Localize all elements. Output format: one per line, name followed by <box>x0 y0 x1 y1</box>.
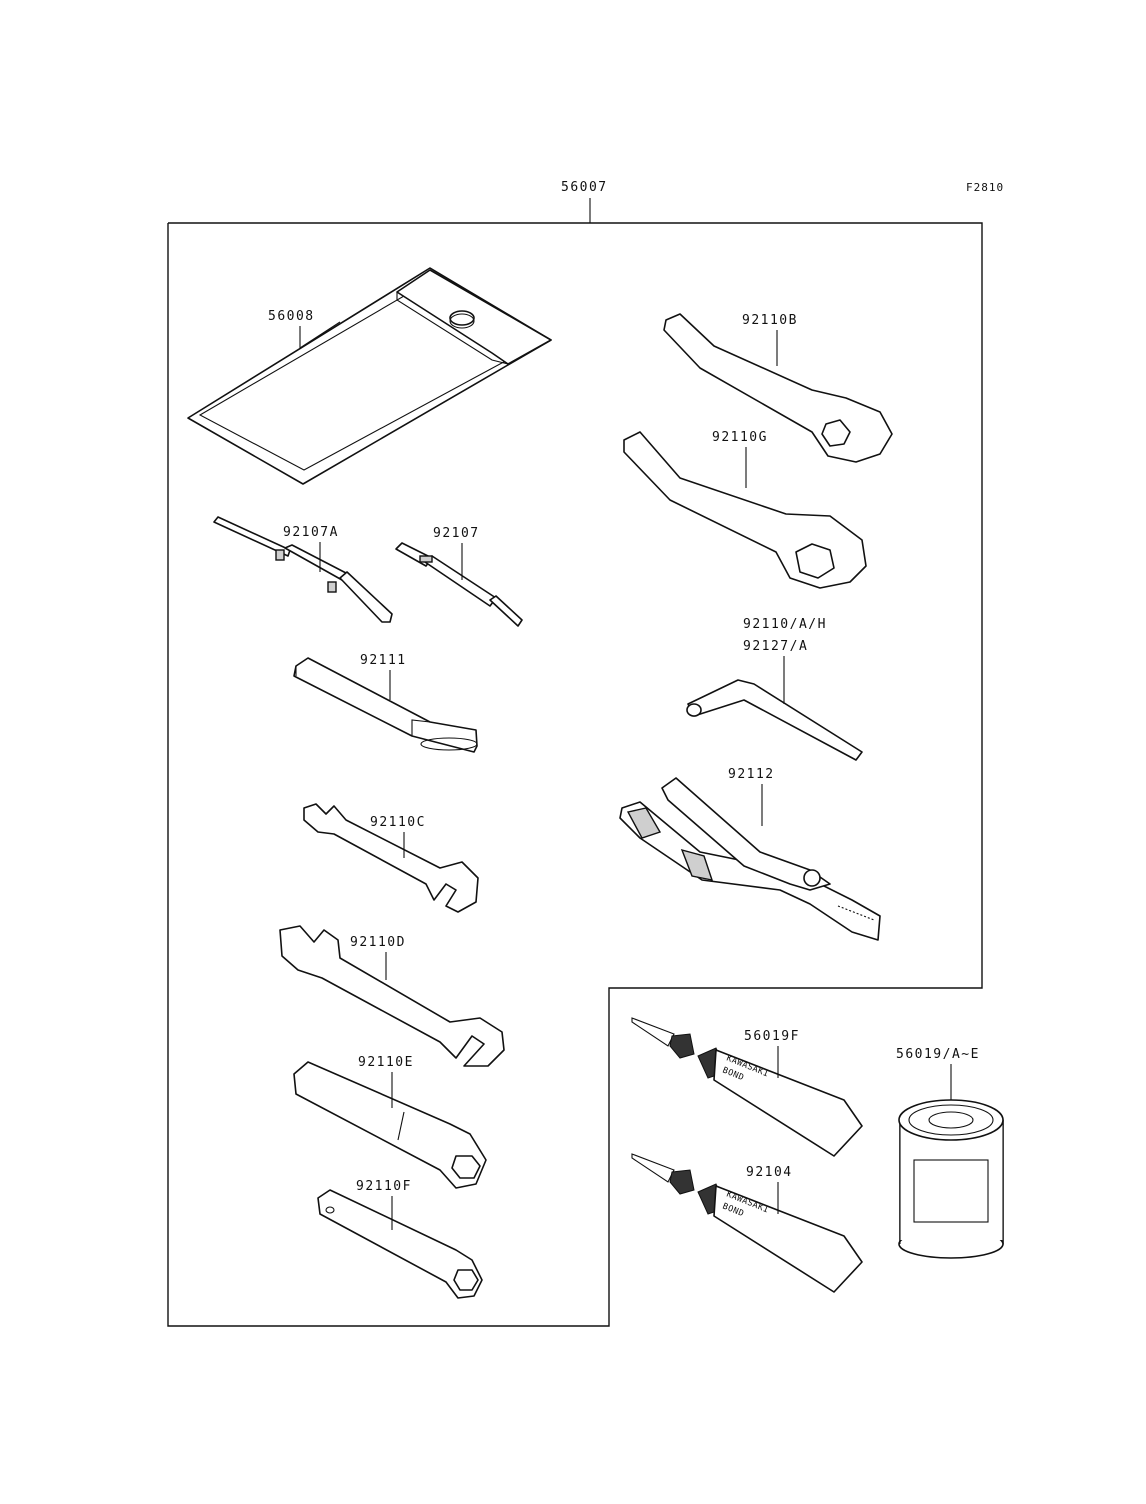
tool-pouch-drawing <box>187 267 552 485</box>
label-92110c: 92110C <box>370 815 426 830</box>
label-92110b: 92110B <box>742 313 798 328</box>
wrench-92110d-drawing <box>279 925 505 1067</box>
oil-can-drawing <box>898 1099 1004 1259</box>
ring-wrench-92110b-drawing <box>663 313 893 463</box>
label-56019f: 56019F <box>744 1029 800 1044</box>
label-92110f: 92110F <box>356 1179 412 1194</box>
bond-tube-92104-drawing: KAWASAKI BOND <box>631 1153 863 1293</box>
pliers-drawing <box>619 777 881 941</box>
ref-code: F2810 <box>966 181 1004 194</box>
box-wrench-92110e-drawing <box>293 1061 487 1189</box>
hex-key-drawing <box>686 679 863 761</box>
ring-wrench-92110g-drawing <box>623 431 867 589</box>
label-92110d: 92110D <box>350 935 406 950</box>
label-92110e: 92110E <box>358 1055 414 1070</box>
screwdriver-92107a-drawing <box>213 516 393 623</box>
label-92112: 92112 <box>728 767 775 782</box>
label-92107: 92107 <box>433 526 480 541</box>
label-92107a: 92107A <box>283 525 339 540</box>
label-56007: 56007 <box>561 180 608 195</box>
label-92110g: 92110G <box>712 430 768 445</box>
kit-frame <box>167 222 983 1327</box>
wrench-92110c-drawing <box>303 803 479 913</box>
extension-bar-drawing <box>293 657 478 753</box>
label-92104: 92104 <box>746 1165 793 1180</box>
label-92110-a-h: 92110/A/H <box>743 617 827 632</box>
screwdriver-92107-drawing <box>395 542 523 627</box>
box-wrench-92110f-drawing <box>317 1189 483 1299</box>
label-56008: 56008 <box>268 309 315 324</box>
label-56019-a-e: 56019/A~E <box>896 1047 980 1062</box>
label-92111: 92111 <box>360 653 407 668</box>
label-92127-a: 92127/A <box>743 639 808 654</box>
